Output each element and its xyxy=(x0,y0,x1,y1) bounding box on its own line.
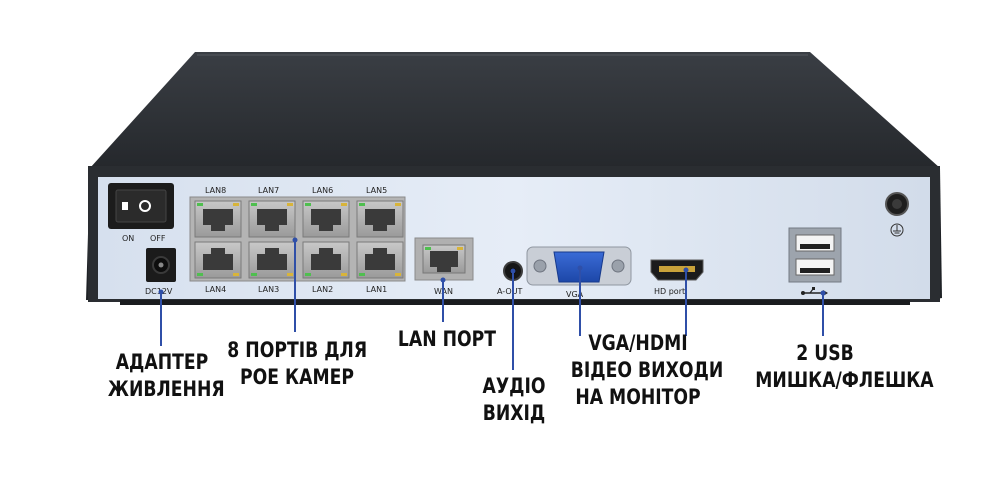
power-off-label: OFF xyxy=(150,234,166,243)
callout-line: АУДІО xyxy=(482,374,546,398)
lan-port-6[interactable] xyxy=(302,241,350,279)
lan-label-top-0: LAN8 xyxy=(205,186,226,195)
callout-line: LAN ПОРТ xyxy=(397,327,497,351)
callout-line: НА МОНІТОР xyxy=(575,385,701,409)
callout-line: АДАПТЕР xyxy=(115,350,209,374)
lan-label-bottom-0: LAN4 xyxy=(205,285,226,294)
lan-label-bottom-2: LAN2 xyxy=(312,285,333,294)
callout-pointers xyxy=(158,237,826,370)
callout-line: POE КАМЕР xyxy=(240,365,354,389)
power-on-label: ON xyxy=(122,234,134,243)
hdmi-port[interactable] xyxy=(650,259,704,281)
lan-port-0[interactable] xyxy=(194,200,242,238)
usb-ports[interactable] xyxy=(788,227,842,283)
callout-line: VGA/HDMI xyxy=(588,331,688,355)
pointer-usb xyxy=(820,290,826,336)
lan-port-4[interactable] xyxy=(194,241,242,279)
pointer-lan xyxy=(440,277,446,322)
callout-line: ВИХІД xyxy=(482,401,546,425)
chassis-top xyxy=(90,52,940,168)
aout-label: A-OUT xyxy=(497,287,523,296)
lan-port-2[interactable] xyxy=(302,200,350,238)
dc-power-jack[interactable] xyxy=(146,248,176,282)
pointer-power xyxy=(158,289,164,346)
lan-port-1[interactable] xyxy=(248,200,296,238)
lan-port-7[interactable] xyxy=(356,241,404,279)
callout-line: 8 ПОРТІВ ДЛЯ xyxy=(227,338,368,362)
ground-screw-icon xyxy=(885,192,909,237)
lan-label-top-1: LAN7 xyxy=(258,186,279,195)
lan-label-bottom-1: LAN3 xyxy=(258,285,279,294)
callout-line: ЖИВЛЕННЯ xyxy=(107,377,225,401)
pointer-poe xyxy=(292,237,298,332)
pointer-vga xyxy=(577,265,583,336)
lan-label-top-3: LAN5 xyxy=(366,186,387,195)
lan-port-5[interactable] xyxy=(248,241,296,279)
callout-line: ВІДЕО ВИХОДИ xyxy=(570,358,724,382)
lan-label-bottom-3: LAN1 xyxy=(366,285,387,294)
pointer-audio xyxy=(510,268,516,370)
callout-power-adapter: АДАПТЕР ЖИВЛЕННЯ xyxy=(107,349,225,403)
callout-line: МИШКА/ФЛЕШКА xyxy=(755,368,934,392)
vga-label: VGA xyxy=(566,290,584,299)
wan-port[interactable] xyxy=(414,237,474,281)
callout-poe-ports: 8 ПОРТІВ ДЛЯ POE КАМЕР xyxy=(227,337,368,391)
pointer-hdmi xyxy=(683,267,689,336)
callout-video-out: VGA/HDMI ВІДЕО ВИХОДИ НА МОНІТОР xyxy=(570,330,724,411)
lan-label-top-2: LAN6 xyxy=(312,186,333,195)
callout-usb: 2 USB МИШКА/ФЛЕШКА xyxy=(755,340,934,394)
power-switch[interactable] xyxy=(108,183,174,229)
callout-line: 2 USB xyxy=(796,341,854,365)
callout-audio-out: АУДІО ВИХІД xyxy=(475,373,554,427)
lan-port-3[interactable] xyxy=(356,200,404,238)
callout-lan-port: LAN ПОРТ xyxy=(397,326,497,353)
hdport-label: HD port xyxy=(654,287,685,296)
